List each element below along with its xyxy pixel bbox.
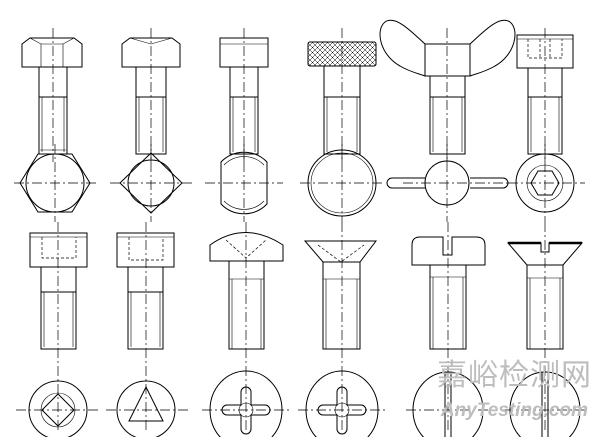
slotted-countersunk-screw [506,222,584,430]
watermark-cn: 嘉峪检测网 [437,358,592,393]
cross-recess-top-view-1 [202,370,290,437]
wing-screw [379,19,516,162]
t-head-bolt [219,28,269,162]
triangle-socket-top-view [106,380,188,437]
square-top-view [110,144,192,222]
knurled-circle-top-view [300,144,384,222]
slot-top-view-2 [503,371,587,437]
hex-socket-top-view [508,144,585,222]
square-socket-top-view [16,380,100,437]
cross-pan-head-screw [209,222,284,430]
square-head-bolt [121,28,181,162]
socket-head-cap-screw [516,28,574,162]
slot-top-view-1 [406,371,490,437]
hexagon-top-view [14,144,98,222]
flat-sided-circle-top-view [205,144,283,222]
slotted-pan-head-screw [411,222,486,430]
socket-cap-screw-triangle [116,222,175,430]
watermark-en: AnyTesting.com [440,400,588,421]
socket-cap-screw [29,222,88,430]
wing-top-view [386,144,510,222]
cross-recess-top-view-2 [298,370,386,437]
knurled-thumb-screw [307,28,377,162]
hex-head-bolt [21,28,83,162]
cross-countersunk-screw [303,222,378,430]
